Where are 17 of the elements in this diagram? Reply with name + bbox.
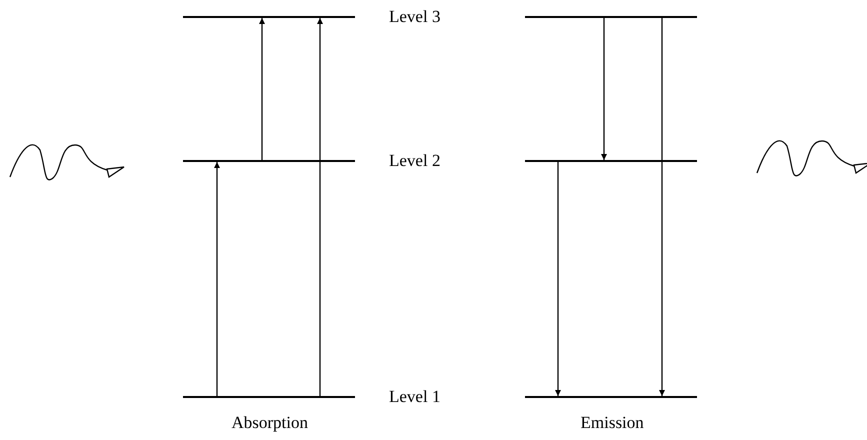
energy-level-line	[183, 160, 355, 162]
energy-level-line	[525, 160, 697, 162]
process-label: Absorption	[232, 413, 308, 433]
energy-level-line	[525, 16, 697, 18]
level-label: Level 3	[389, 7, 440, 27]
transition-arrow	[555, 162, 561, 396]
energy-level-line	[183, 16, 355, 18]
level-label: Level 1	[389, 387, 440, 407]
transition-arrow	[659, 18, 665, 396]
transition-arrow	[317, 18, 323, 396]
energy-level-line	[183, 396, 355, 398]
transition-arrow	[214, 162, 220, 396]
process-label: Emission	[580, 413, 644, 433]
transition-arrow	[259, 18, 265, 160]
energy-level-line	[525, 396, 697, 398]
transition-arrow	[601, 18, 607, 160]
level-label: Level 2	[389, 151, 440, 171]
